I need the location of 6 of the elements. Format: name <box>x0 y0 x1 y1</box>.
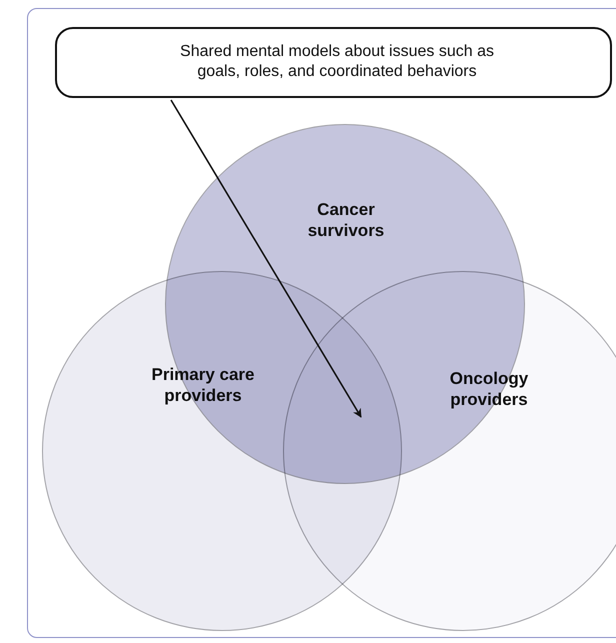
leader-arrow <box>170 100 362 418</box>
circle-label: Oncology providers <box>448 368 530 410</box>
circle-label: Primary care providers <box>150 364 256 406</box>
callout-box <box>55 27 612 98</box>
circle-label: Cancer survivors <box>306 199 386 242</box>
callout-text: Shared mental models about issues such as goals, roles, and coordinated behaviors <box>179 42 495 82</box>
